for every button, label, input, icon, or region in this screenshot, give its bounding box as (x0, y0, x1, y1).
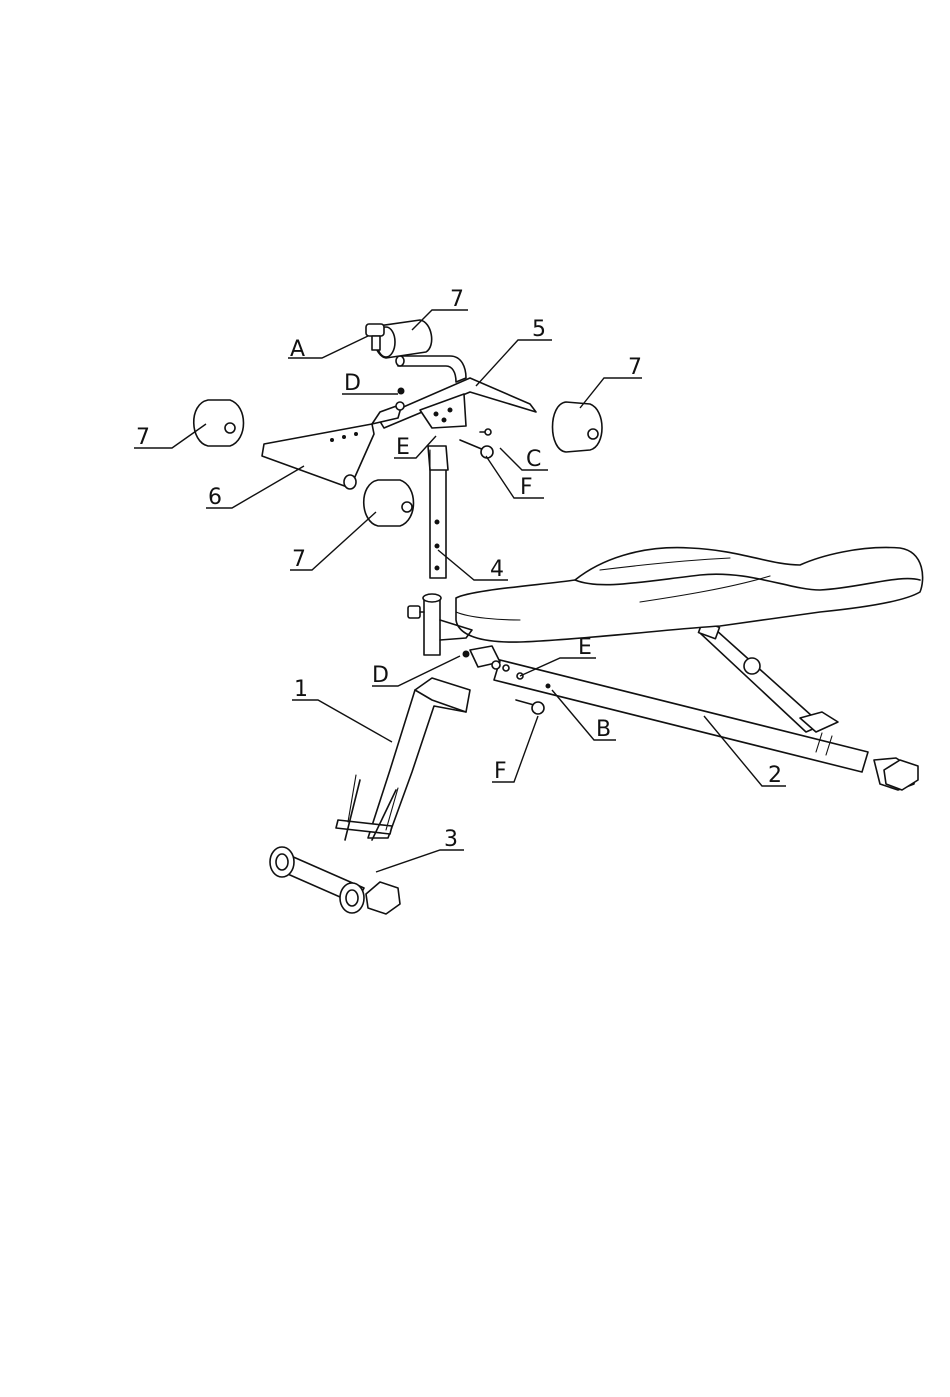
seat-pad (456, 547, 923, 642)
callout-d-bottom: D (372, 663, 389, 688)
callout-part-3: 3 (444, 827, 458, 852)
callout-part-2: 2 (768, 763, 782, 788)
fastener-d-nut-top (398, 388, 404, 394)
foam-roller-right (553, 402, 603, 452)
callout-part-7-bottom: 7 (292, 547, 306, 572)
front-foot-part-3 (270, 847, 400, 914)
callout-d-top: D (344, 371, 361, 396)
fastener-f-pin-bottom (516, 700, 544, 714)
upright-post-part-4 (428, 446, 448, 578)
callout-a: A (290, 337, 305, 362)
callout-part-4: 4 (490, 557, 504, 582)
tube-part-6 (262, 424, 374, 489)
callout-part-6: 6 (208, 485, 222, 510)
foam-roller-left (194, 400, 244, 446)
callout-part-5: 5 (532, 317, 546, 342)
callout-part-7-right: 7 (628, 355, 642, 380)
fastener-f-pin-top (460, 440, 493, 458)
callout-f-bottom: F (494, 759, 507, 784)
callout-f-top: F (520, 475, 533, 500)
callout-b: B (596, 717, 611, 742)
fastener-d-washer (396, 402, 404, 410)
callout-part-1: 1 (294, 677, 308, 702)
rear-tube-part-2 (494, 660, 918, 790)
fastener-c-bolt (480, 429, 491, 435)
front-leg-part-1 (336, 678, 470, 840)
callout-part-7-top: 7 (450, 287, 464, 312)
foam-roller-bottom (364, 480, 414, 526)
callout-part-7-left: 7 (136, 425, 150, 450)
callout-c: C (526, 447, 541, 472)
callout-e-top: E (396, 435, 410, 460)
fastener-b-nut (546, 684, 550, 688)
callout-e-bottom: E (578, 635, 592, 660)
top-bar-part-5 (372, 356, 536, 428)
